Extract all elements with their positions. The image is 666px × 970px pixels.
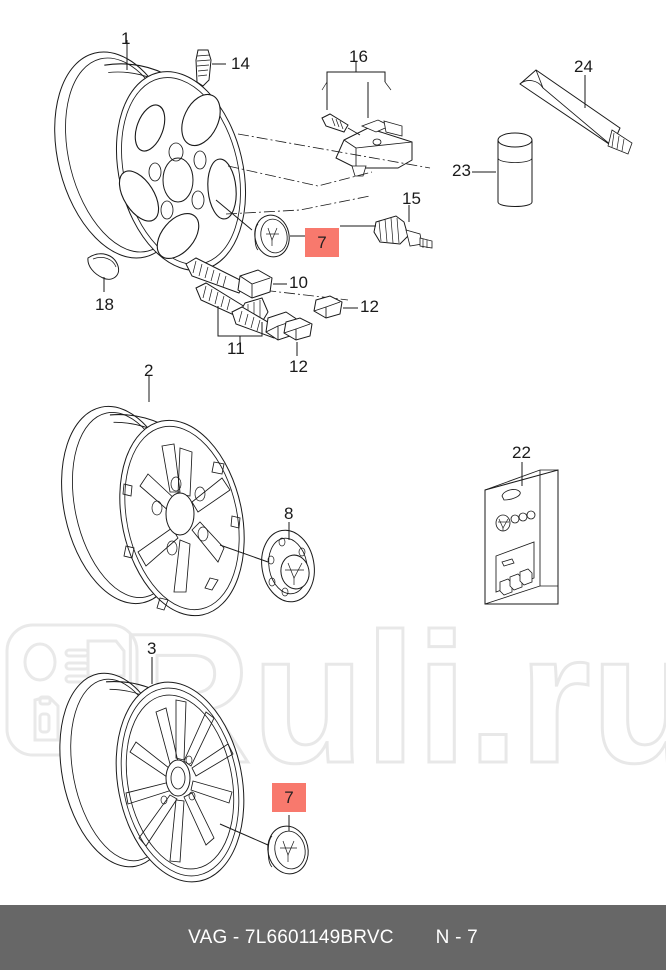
callout-16: 16	[349, 47, 368, 66]
callout-11: 11	[227, 339, 245, 358]
callout-8: 8	[284, 504, 294, 523]
part-8-hub-cover	[219, 522, 315, 603]
part-24-grease-tube	[519, 69, 633, 155]
part-7-center-cap-upper	[215, 199, 305, 258]
part-23-lubricant-bottle	[472, 132, 533, 207]
callout-3: 3	[147, 639, 157, 658]
part-14-valve-stem	[195, 49, 226, 87]
part-16-tpms-sensor	[321, 62, 413, 177]
part-12-wheel-nut-b	[283, 317, 313, 356]
callout-1: 1	[121, 29, 131, 48]
callout-18: 18	[95, 295, 114, 314]
callout-15: 15	[402, 189, 421, 208]
part-15-valve-insert	[340, 205, 433, 249]
part-10-wheel-bolt	[185, 257, 287, 299]
part-7-center-cap-lower	[219, 815, 309, 875]
callout-22: 22	[512, 443, 531, 462]
highlighted-callout-7-upper[interactable]: 7	[305, 228, 339, 257]
callout-24: 24	[574, 57, 593, 76]
callout-14: 14	[231, 54, 250, 73]
callout-12-a: 12	[360, 297, 379, 316]
part-22-bolt-cap-kit	[484, 462, 559, 605]
part-2-alloy-wheel-middle	[61, 375, 245, 617]
part-18-balance-weight	[87, 253, 120, 292]
callout-23: 23	[452, 161, 471, 180]
section-label: N - 7	[435, 926, 478, 948]
part-12-wheel-nut-a	[313, 295, 358, 319]
part-number-label: VAG - 7L6601149BRVC	[188, 926, 394, 948]
callout-10: 10	[289, 273, 308, 292]
footer-bar: VAG - 7L6601149BRVC N - 7	[0, 905, 666, 970]
callout-12-b: 12	[289, 357, 308, 376]
highlighted-callout-7-lower[interactable]: 7	[272, 783, 306, 812]
callout-2: 2	[144, 361, 154, 380]
part-1-alloy-wheel-upper	[54, 40, 247, 271]
part-11-wheel-bolt-set	[195, 282, 299, 348]
